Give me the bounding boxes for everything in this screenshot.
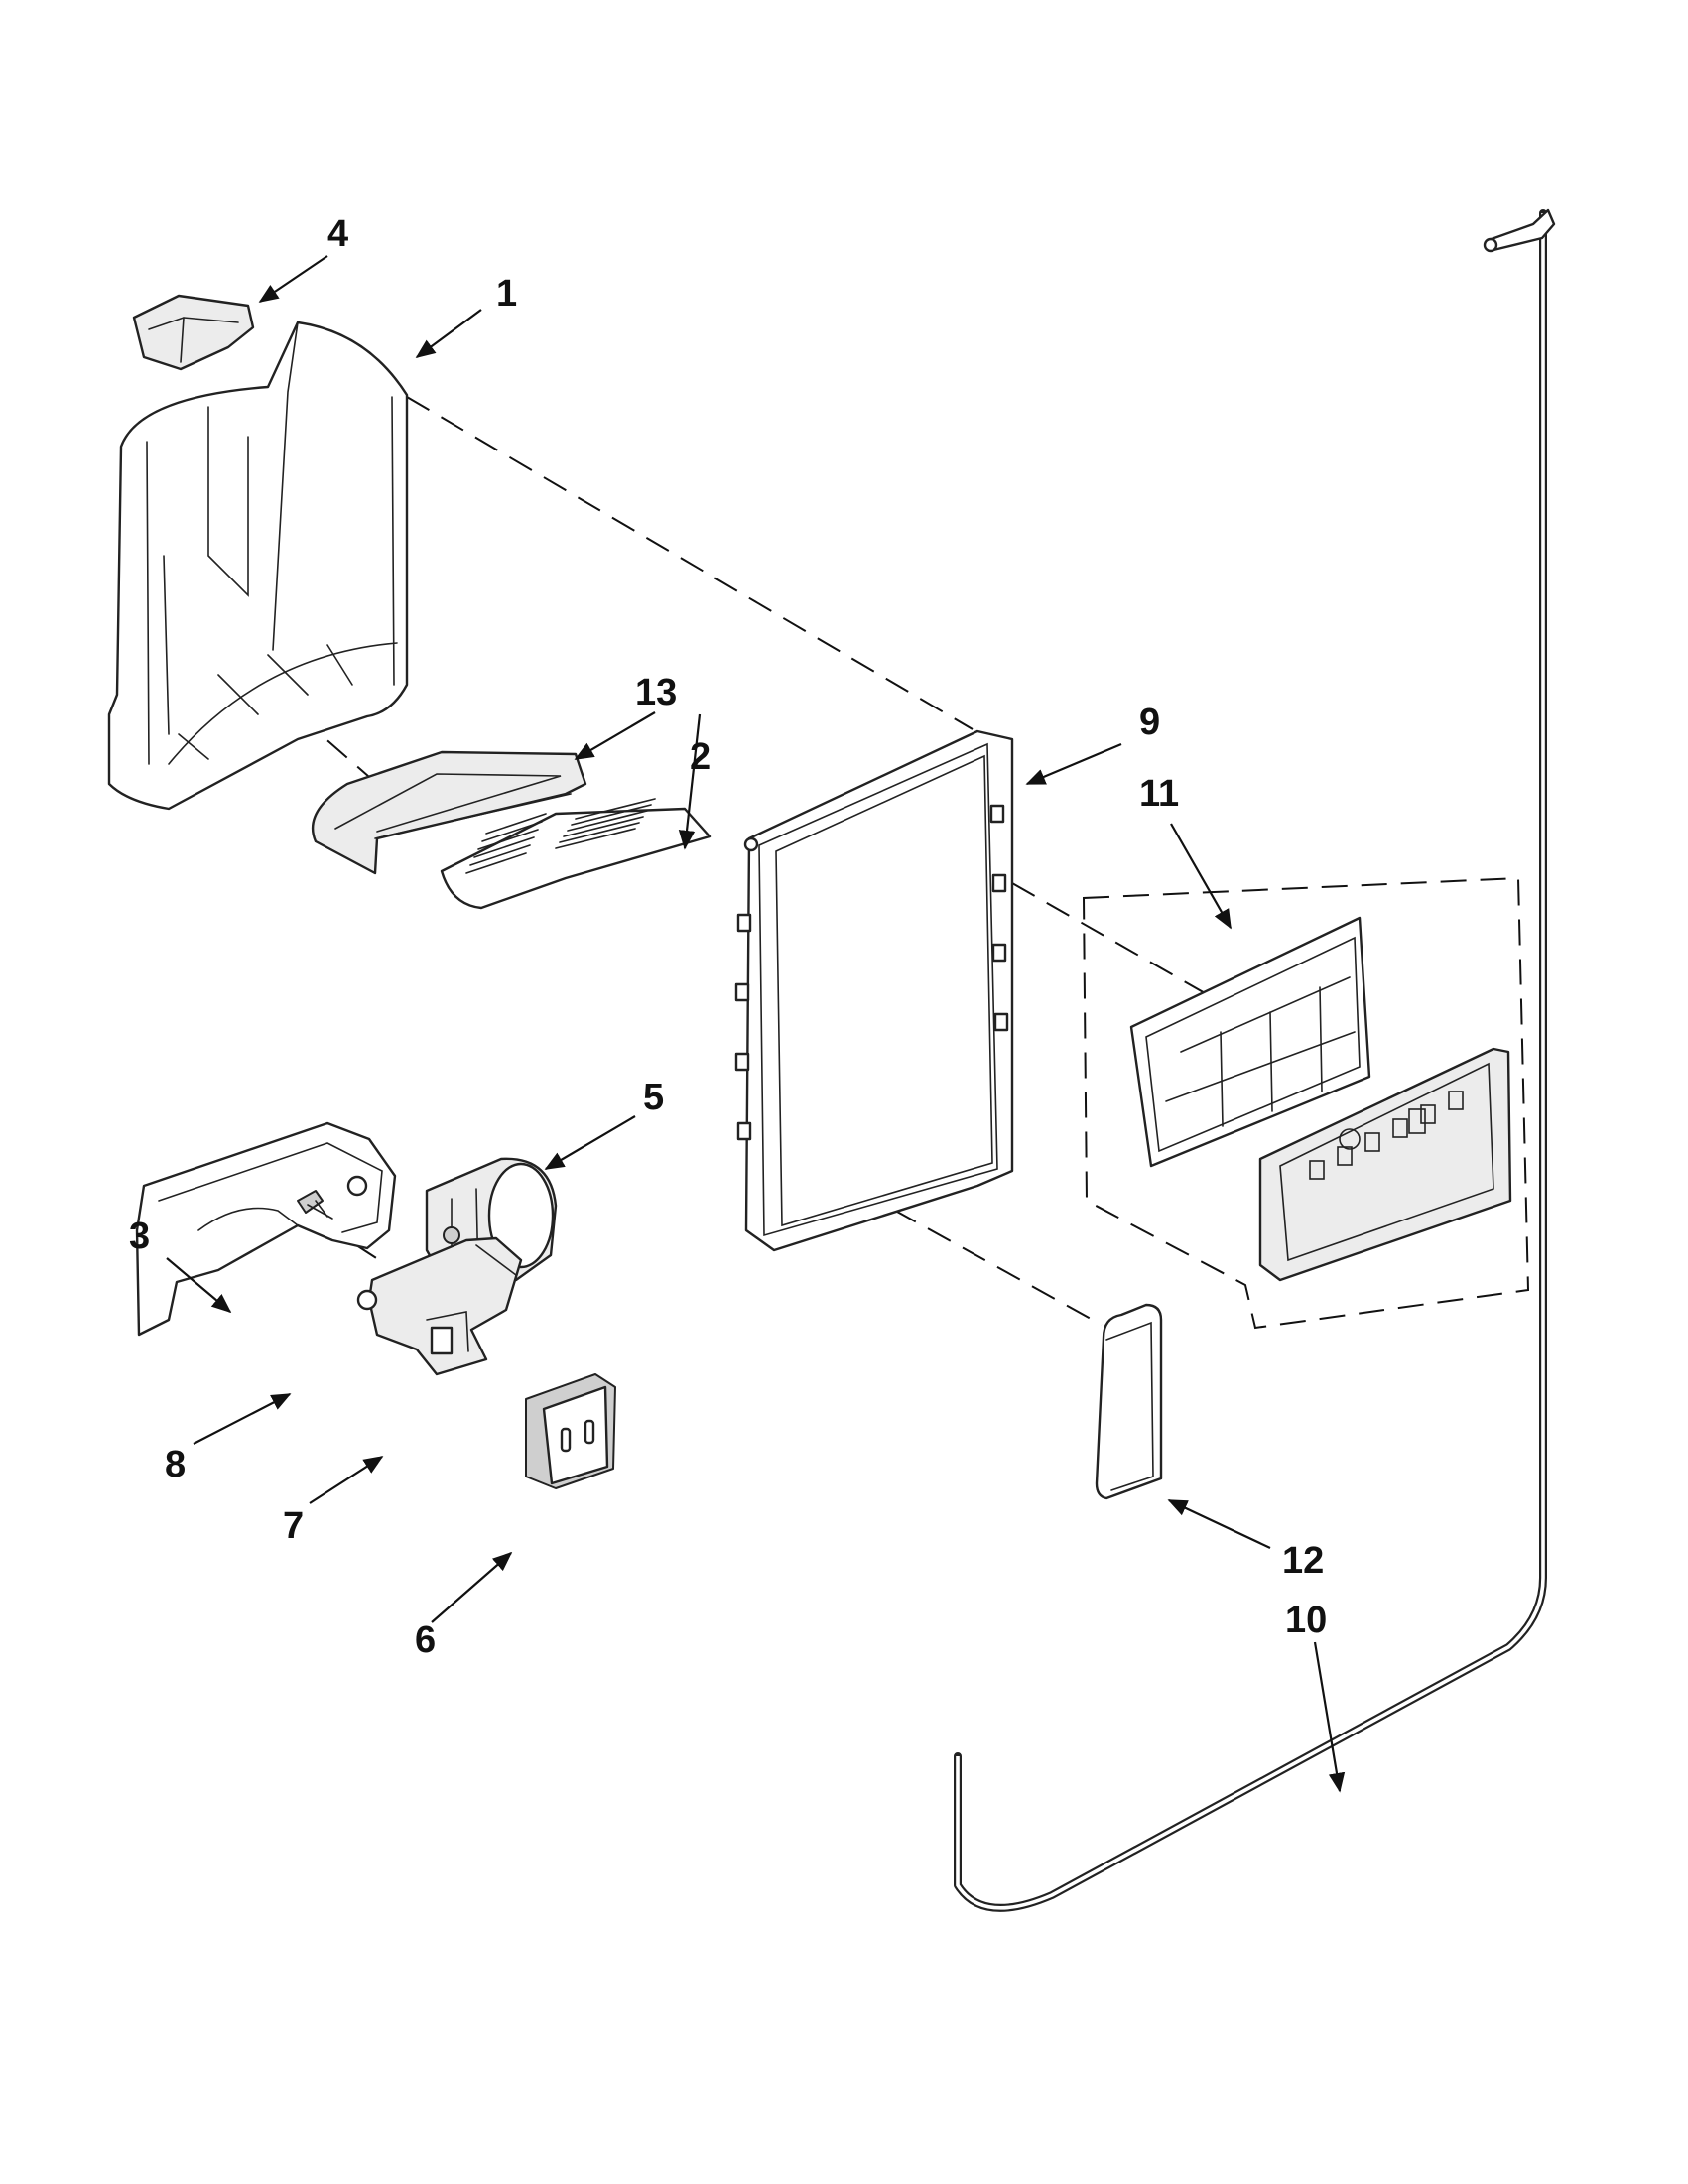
part-8-screw xyxy=(297,1190,333,1220)
part-10-water-tube xyxy=(954,208,1556,1912)
part-9-dispenser-frame xyxy=(734,729,1014,1252)
callout-6: 6 xyxy=(415,1619,436,1661)
grille-slot xyxy=(465,852,527,874)
grille-slot xyxy=(485,813,547,835)
callout-9: 9 xyxy=(1139,702,1160,743)
part-3-motor-bracket xyxy=(135,1121,397,1337)
grille-slot xyxy=(473,836,535,858)
grille-slot xyxy=(563,816,644,837)
callout-12: 12 xyxy=(1282,1540,1324,1582)
panel-light-icon xyxy=(1339,1128,1361,1150)
part-7-switch-actuator xyxy=(356,1236,523,1376)
part-6-actuator-pad xyxy=(525,1373,616,1489)
grille-slot xyxy=(469,844,531,866)
grille-slot xyxy=(571,804,652,826)
panel-lock-icon xyxy=(1408,1108,1426,1134)
part-11-control-panel-assembly xyxy=(1129,916,1512,1282)
frame-tab xyxy=(734,982,750,1002)
part-2-drip-tray-grille xyxy=(440,798,712,910)
callout-7: 7 xyxy=(283,1505,304,1547)
grille-slot xyxy=(555,828,636,849)
callout-2: 2 xyxy=(690,736,711,778)
grille-slot xyxy=(477,829,539,850)
callout-13: 13 xyxy=(635,672,677,713)
callout-labels: 1 2 3 4 5 6 7 8 9 10 11 12 13 xyxy=(129,213,1327,1661)
grille-slot xyxy=(481,821,543,842)
panel-icon xyxy=(1392,1118,1408,1138)
leader-lines xyxy=(166,255,1346,1793)
frame-tab xyxy=(734,1052,750,1072)
part-1-dispenser-housing xyxy=(107,321,409,811)
part-4-ice-chute-cup xyxy=(132,294,255,371)
frame-tab xyxy=(993,1012,1009,1032)
panel-icon xyxy=(1448,1091,1464,1110)
panel-icon xyxy=(1420,1104,1436,1124)
callout-1: 1 xyxy=(496,273,517,315)
panel-icon xyxy=(1364,1132,1380,1152)
frame-tab xyxy=(991,943,1007,963)
callout-3: 3 xyxy=(129,1216,150,1257)
callout-10: 10 xyxy=(1285,1600,1327,1641)
callout-4: 4 xyxy=(327,213,348,255)
callout-8: 8 xyxy=(165,1444,186,1485)
frame-tab xyxy=(989,804,1005,824)
grille-slot xyxy=(575,798,656,820)
callout-5: 5 xyxy=(643,1077,664,1118)
grille-slot xyxy=(567,810,648,832)
panel-icon xyxy=(1309,1160,1325,1180)
frame-tab xyxy=(736,1121,752,1141)
frame-tab xyxy=(736,913,752,933)
part-13-drip-tray xyxy=(311,750,587,875)
callout-11: 11 xyxy=(1139,773,1179,815)
grille-slot xyxy=(559,822,640,843)
part-12-button-cover xyxy=(1095,1303,1163,1500)
frame-tab xyxy=(991,873,1007,893)
